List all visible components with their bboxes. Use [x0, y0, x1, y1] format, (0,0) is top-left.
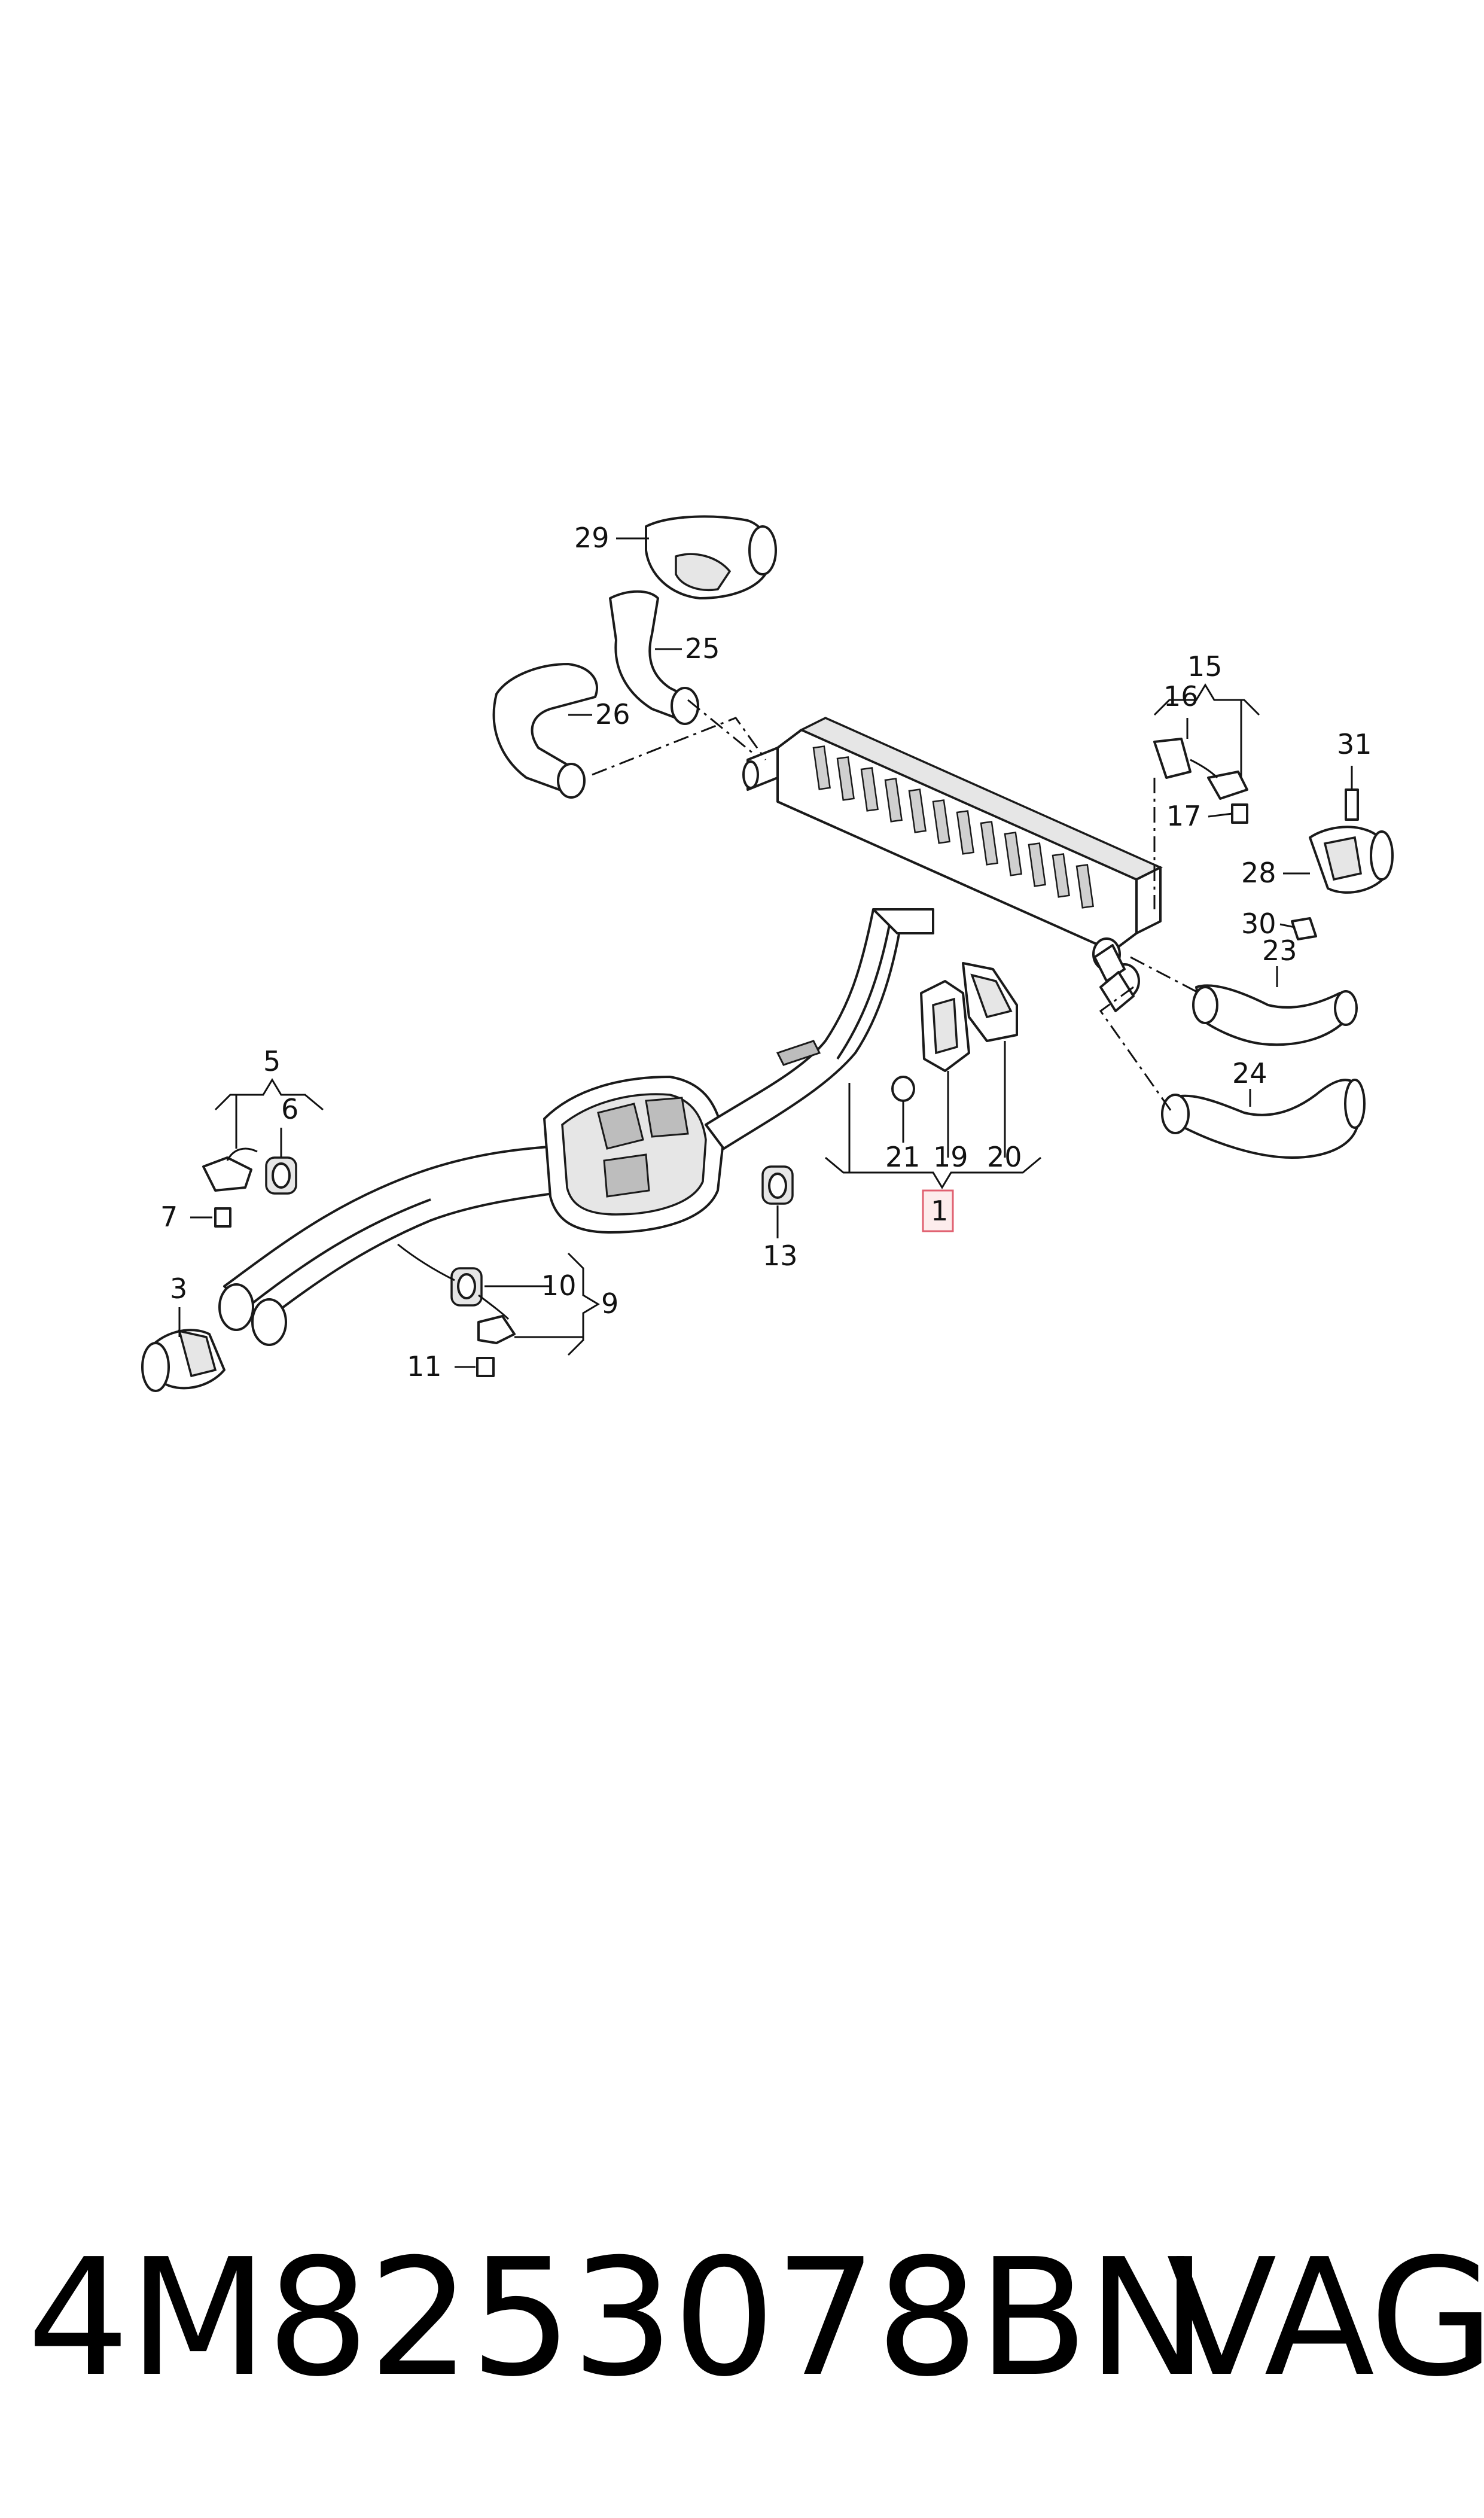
nut-21 — [891, 1076, 915, 1102]
callout-15: 15 — [1187, 650, 1223, 683]
hanger-5-6-7 — [202, 1147, 297, 1228]
callout-21: 21 — [885, 1141, 921, 1173]
callout-24: 24 — [1232, 1057, 1267, 1089]
bracket-15-16-17 — [1153, 738, 1248, 824]
callout-31: 31 — [1337, 728, 1372, 760]
bolt-31 — [1345, 788, 1359, 821]
callout-13: 13 — [763, 1240, 798, 1272]
bolt-7 — [214, 1207, 231, 1228]
callout-9: 9 — [601, 1287, 618, 1320]
callout-11: 11 — [407, 1350, 442, 1383]
muffler-ribs — [812, 745, 1094, 909]
callout-7: 7 — [160, 1201, 178, 1233]
tailpipe-25 — [609, 590, 699, 725]
brand-name: VAG — [1166, 2224, 1484, 2412]
leader-lines — [178, 537, 1353, 1368]
hanger-13 — [761, 1165, 794, 1205]
callout-29: 29 — [574, 522, 610, 554]
callout-17: 17 — [1166, 800, 1202, 832]
bolt-17 — [1231, 803, 1248, 824]
part-number: 4M8253078BN — [27, 2224, 1208, 2412]
callout-5: 5 — [263, 1045, 281, 1077]
front-pipe-assembly — [218, 908, 934, 1346]
hanger-9-10-11 — [397, 1243, 516, 1377]
callout-25: 25 — [685, 632, 720, 665]
tailpipe-26 — [492, 663, 598, 799]
rear-muffler — [742, 717, 1163, 1012]
clamp-3 — [141, 1329, 226, 1392]
callout-30: 30 — [1241, 908, 1276, 940]
callout-26: 26 — [595, 698, 630, 730]
assembly-lines — [592, 699, 1200, 1113]
clip-30 — [1291, 917, 1317, 940]
callout-19: 19 — [933, 1141, 968, 1173]
callout-labels: 1 3 5 6 7 9 10 11 13 15 16 17 19 20 21 2… — [160, 522, 1372, 1383]
tailpipe-24 — [1161, 1079, 1366, 1159]
callout-20: 20 — [987, 1141, 1022, 1173]
exhaust-flap-actuator — [891, 962, 1018, 1102]
tailpipe-23 — [1192, 984, 1358, 1046]
tailpipe-29 — [645, 515, 777, 599]
callout-6: 6 — [281, 1093, 298, 1125]
callout-3: 3 — [170, 1272, 187, 1305]
callout-1-highlight — [922, 1189, 954, 1232]
callout-23: 23 — [1262, 934, 1297, 967]
bolt-11 — [476, 1357, 495, 1377]
callout-16: 16 — [1163, 680, 1199, 713]
tailpipe-28 — [1291, 788, 1394, 940]
callout-10: 10 — [541, 1269, 577, 1302]
callout-28: 28 — [1241, 857, 1276, 889]
callout-1: 1 — [931, 1195, 948, 1227]
